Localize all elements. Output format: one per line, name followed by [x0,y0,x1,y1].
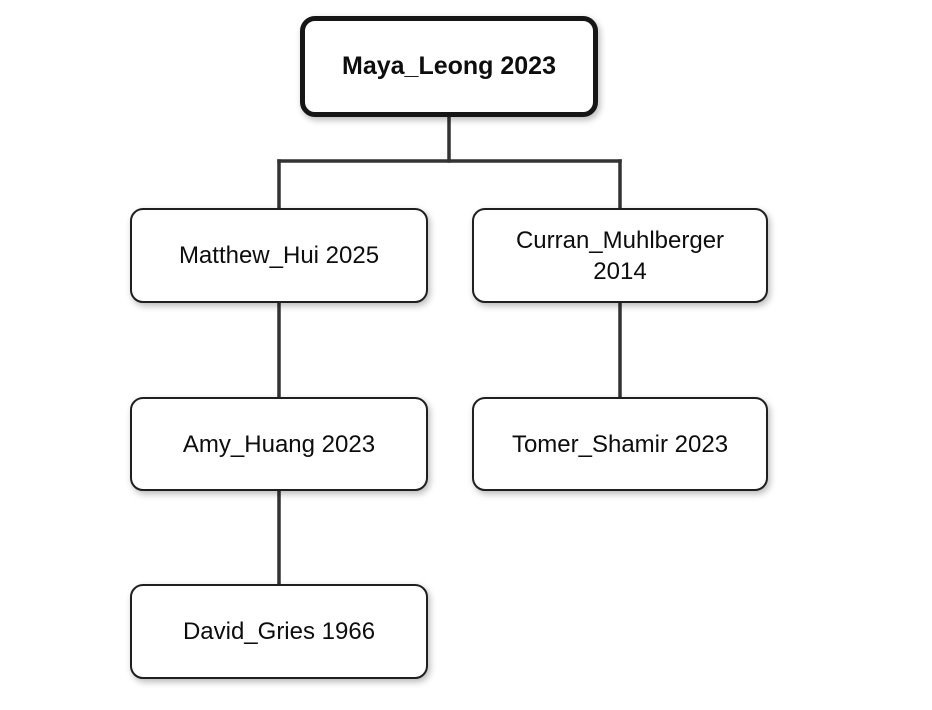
node-label-matthew-hui: Matthew_Hui 2025 [178,242,380,269]
tree-node-tomer-shamir: Tomer_Shamir 2023 [472,397,768,491]
node-label-tomer-shamir: Tomer_Shamir 2023 [511,430,729,458]
tree-node-amy-huang: Amy_Huang 2023 [130,397,428,491]
tree-node-matthew-hui: Matthew_Hui 2025 [130,208,428,303]
node-label-curran-muhlberger: Curran_Muhlberger 2014 [515,226,725,285]
node-label-david-gries: David_Gries 1966 [182,618,376,645]
node-label-maya-leong: Maya_Leong 2023 [342,52,556,80]
tree-node-maya-leong: Maya_Leong 2023 [300,16,598,117]
tree-node-david-gries: David_Gries 1966 [130,584,428,679]
node-label-amy-huang: Amy_Huang 2023 [182,430,376,458]
tree-node-curran-muhlberger: Curran_Muhlberger 2014 [472,208,768,303]
